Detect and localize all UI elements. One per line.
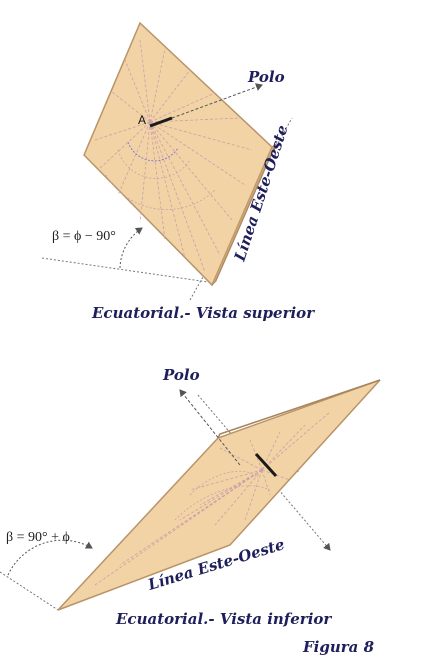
figure-label: Figura 8 [302, 638, 375, 656]
bottom-beta-formula: β = 90° + ϕ [6, 530, 70, 545]
top-center-arc-large [105, 174, 216, 211]
top-polo-arrow [171, 83, 263, 119]
bottom-polo-arrow [179, 389, 241, 466]
top-center-arc [127, 141, 179, 162]
bottom-beta-arc [7, 539, 93, 576]
top-caption: Ecuatorial.- Vista superior [91, 304, 315, 322]
bottom-center-arc [189, 470, 259, 496]
top-hour-lines [94, 39, 253, 273]
bottom-caption: Ecuatorial.- Vista inferior [115, 610, 332, 628]
top-beta-arc [119, 227, 143, 269]
top-beta-formula: β = ϕ − 90° [52, 229, 116, 244]
bottom-polo-label: Polo [162, 366, 200, 384]
top-plate-edge [211, 142, 278, 286]
bottom-view: Polo β = 90° + ϕ Línea Este-Oeste Ecuato… [0, 366, 381, 628]
bottom-center-arc-outer [174, 485, 271, 521]
top-point-a-label: A [138, 113, 146, 127]
top-gnomon [149, 116, 173, 128]
top-center-arc-outer [117, 149, 191, 179]
bottom-gnomon [254, 452, 278, 478]
bottom-plate-edge [217, 379, 381, 439]
top-polo-label: Polo [247, 68, 285, 86]
top-ground-line [41, 257, 216, 284]
bottom-ground-line [0, 571, 59, 611]
bottom-dial-plate [57, 379, 381, 611]
top-view: A Polo β = ϕ − 90° Línea Este-Oeste Ecua… [41, 21, 315, 322]
